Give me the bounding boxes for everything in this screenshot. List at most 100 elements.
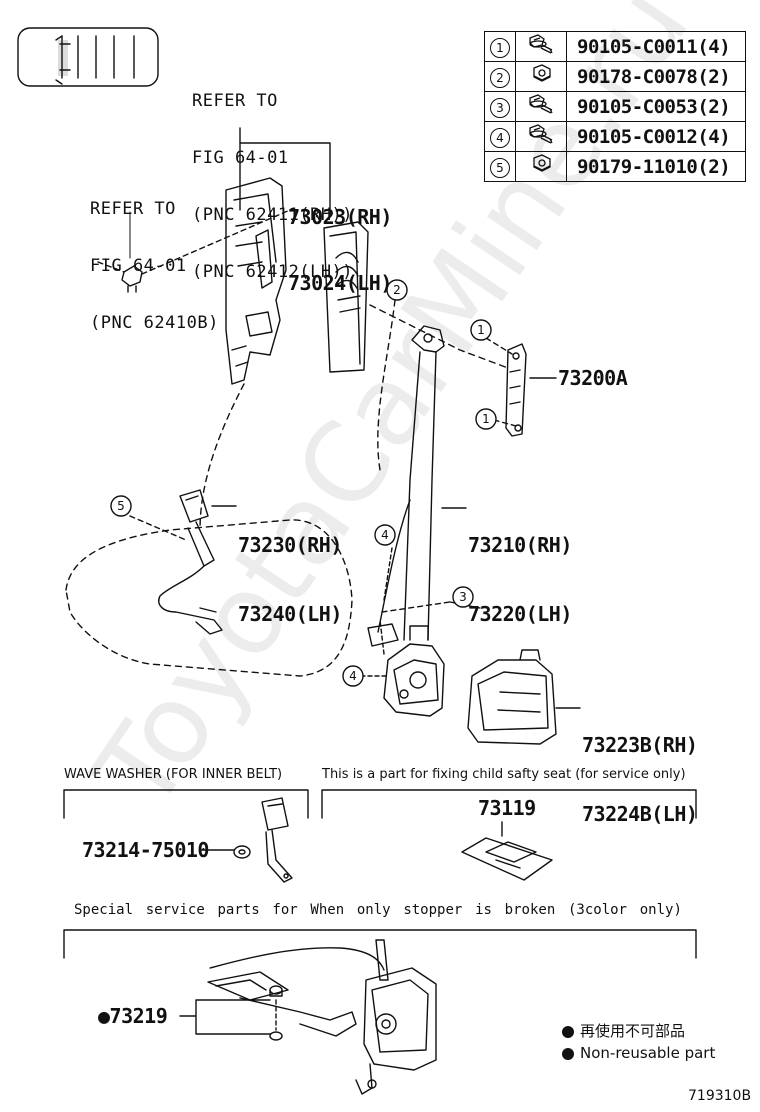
fastener-row[interactable]: 4 90105-C0012(4) [484,121,746,152]
note-wave-washer: WAVE WASHER (FOR INNER BELT) [64,767,283,782]
bracket-child-seat [321,789,697,819]
refer-upper-line4: (PNC 62412(LH)) [192,262,354,282]
child-seat-fixing-plate [461,837,553,881]
refer-left-line2: FIG 64-01 [90,256,187,276]
svg-text:3: 3 [459,590,467,604]
callout-73214-75010[interactable]: 73214-75010 [82,838,209,862]
refer-upper: REFER TO FIG 64-01 (PNC 62411(RH)) (PNC … [192,54,353,301]
callout-73119[interactable]: 73119 [478,796,536,820]
fastener-row[interactable]: 1 90105-C0011(4) [484,31,746,62]
fastener-part-number[interactable]: 90105-C0053(2) [566,91,746,122]
special-word: stopper [403,902,463,918]
inner-buckle [261,797,293,883]
ref-number-circle: 1 [490,38,510,58]
fastener-row[interactable]: 3 90105-C0053(2) [484,91,746,122]
svg-text:2: 2 [393,283,401,297]
special-word: Special [74,902,134,918]
special-word: parts [217,902,260,918]
belt-retractor [383,625,445,717]
bolt-with-washer-icon [515,31,567,62]
special-word: only [356,902,391,918]
legend-jp-text: 再使用不可部品 [580,1022,686,1040]
fastener-row[interactable]: 2 90178-C0078(2) [484,61,746,92]
callout-73023-lh[interactable]: 73024(LH) [288,271,392,295]
special-word: service [145,902,205,918]
note-child-seat: This is a part for fixing child safty se… [322,767,686,782]
vehicle-location-icon [17,27,159,87]
callout-73230-rh[interactable]: 73230(RH) [238,533,342,557]
svg-text:5: 5 [117,499,125,513]
refer-upper-line1: REFER TO [192,91,278,111]
special-word: broken [504,902,556,918]
callout-73230[interactable]: 73230(RH) 73240(LH) [238,488,342,649]
ref-number-circle: 4 [490,128,510,148]
ref-circle-4b: 4 [342,665,364,687]
fastener-part-number[interactable]: 90105-C0011(4) [566,31,746,62]
shoulder-anchor-adjuster [505,343,527,437]
trim-clip [121,265,143,293]
svg-text:1: 1 [482,412,490,426]
svg-text:4: 4 [381,528,389,542]
fastener-part-number[interactable]: 90178-C0078(2) [566,61,746,92]
callout-73219[interactable]: ●73219 [98,1004,168,1028]
special-word: only) [639,902,682,918]
callout-73200a[interactable]: 73200A [558,366,628,390]
legend-non-reusable-en: Non-reusable part [562,1046,715,1061]
outer-belt-assembly [367,325,445,647]
ref-circle-2: 2 [386,279,408,301]
callout-73223b-rh[interactable]: 73223B(RH) [582,733,698,757]
ref-circles: 1 1 2 3 4 4 5 [110,279,497,687]
bullet-icon [562,1025,574,1038]
refer-left: REFER TO FIG 64-01 (PNC 62410B) [90,162,219,352]
svg-text:1: 1 [477,323,485,337]
legend-en-text: Non-reusable part [580,1044,716,1062]
refer-left-line1: REFER TO [90,199,176,219]
fastener-part-number[interactable]: 90105-C0012(4) [566,121,746,152]
callout-73223b[interactable]: 73223B(RH) 73224B(LH) [582,688,698,849]
callout-73210-lh[interactable]: 73220(LH) [468,602,572,626]
fastener-ref-cell: 2 [484,61,516,92]
refer-left-line3: (PNC 62410B) [90,313,219,333]
bullet-icon [562,1047,574,1060]
refer-upper-line2: FIG 64-01 [192,148,289,168]
ref-number-circle: 5 [490,158,510,178]
ref-number-circle: 2 [490,68,510,88]
ref-number-circle: 3 [490,98,510,118]
special-word: When [310,902,345,918]
fastener-part-number[interactable]: 90179-11010(2) [566,151,746,182]
ref-circle-1a: 1 [470,319,492,341]
bracket-73219 [179,999,271,1035]
callout-73023-rh[interactable]: 73023(RH) [288,205,392,229]
special-word: is [475,902,492,918]
callout-73223b-lh[interactable]: 73224B(LH) [582,802,698,826]
seat-outline [65,519,353,677]
seat-belt-buckle [158,489,223,635]
special-word: for [272,902,298,918]
retractor-cover [467,649,557,745]
b-pillar-upper-trim [225,177,287,385]
callout-73210-rh[interactable]: 73210(RH) [468,533,572,557]
note-special-service: Special service parts for When only stop… [74,903,682,917]
legend-non-reusable-jp: 再使用不可部品 [562,1024,685,1039]
callout-73210[interactable]: 73210(RH) 73220(LH) [468,488,572,649]
ref-circle-3: 3 [452,586,474,608]
svg-text:4: 4 [349,669,357,683]
nut-icon [515,61,567,92]
fastener-ref-cell: 3 [484,91,516,122]
bracket-wave-washer [63,789,309,819]
callout-73230-lh[interactable]: 73240(LH) [238,602,342,626]
special-word: (3color [567,902,627,918]
fastener-ref-cell: 4 [484,121,516,152]
fastener-ref-cell: 5 [484,151,516,182]
bolt-with-washer-icon [515,121,567,152]
ref-circle-4a: 4 [374,524,396,546]
bolt-with-washer-icon [515,91,567,122]
callout-73023[interactable]: 73023(RH) 73024(LH) [288,162,392,316]
fastener-row[interactable]: 5 90179-11010(2) [484,151,746,182]
fastener-table: 1 90105-C0011(4) 2 90178-C0078(2) 3 90105-C00… [484,31,746,182]
ref-circle-1b: 1 [475,408,497,430]
bracket-special [63,929,697,959]
figure-code: 719310B [688,1088,752,1104]
